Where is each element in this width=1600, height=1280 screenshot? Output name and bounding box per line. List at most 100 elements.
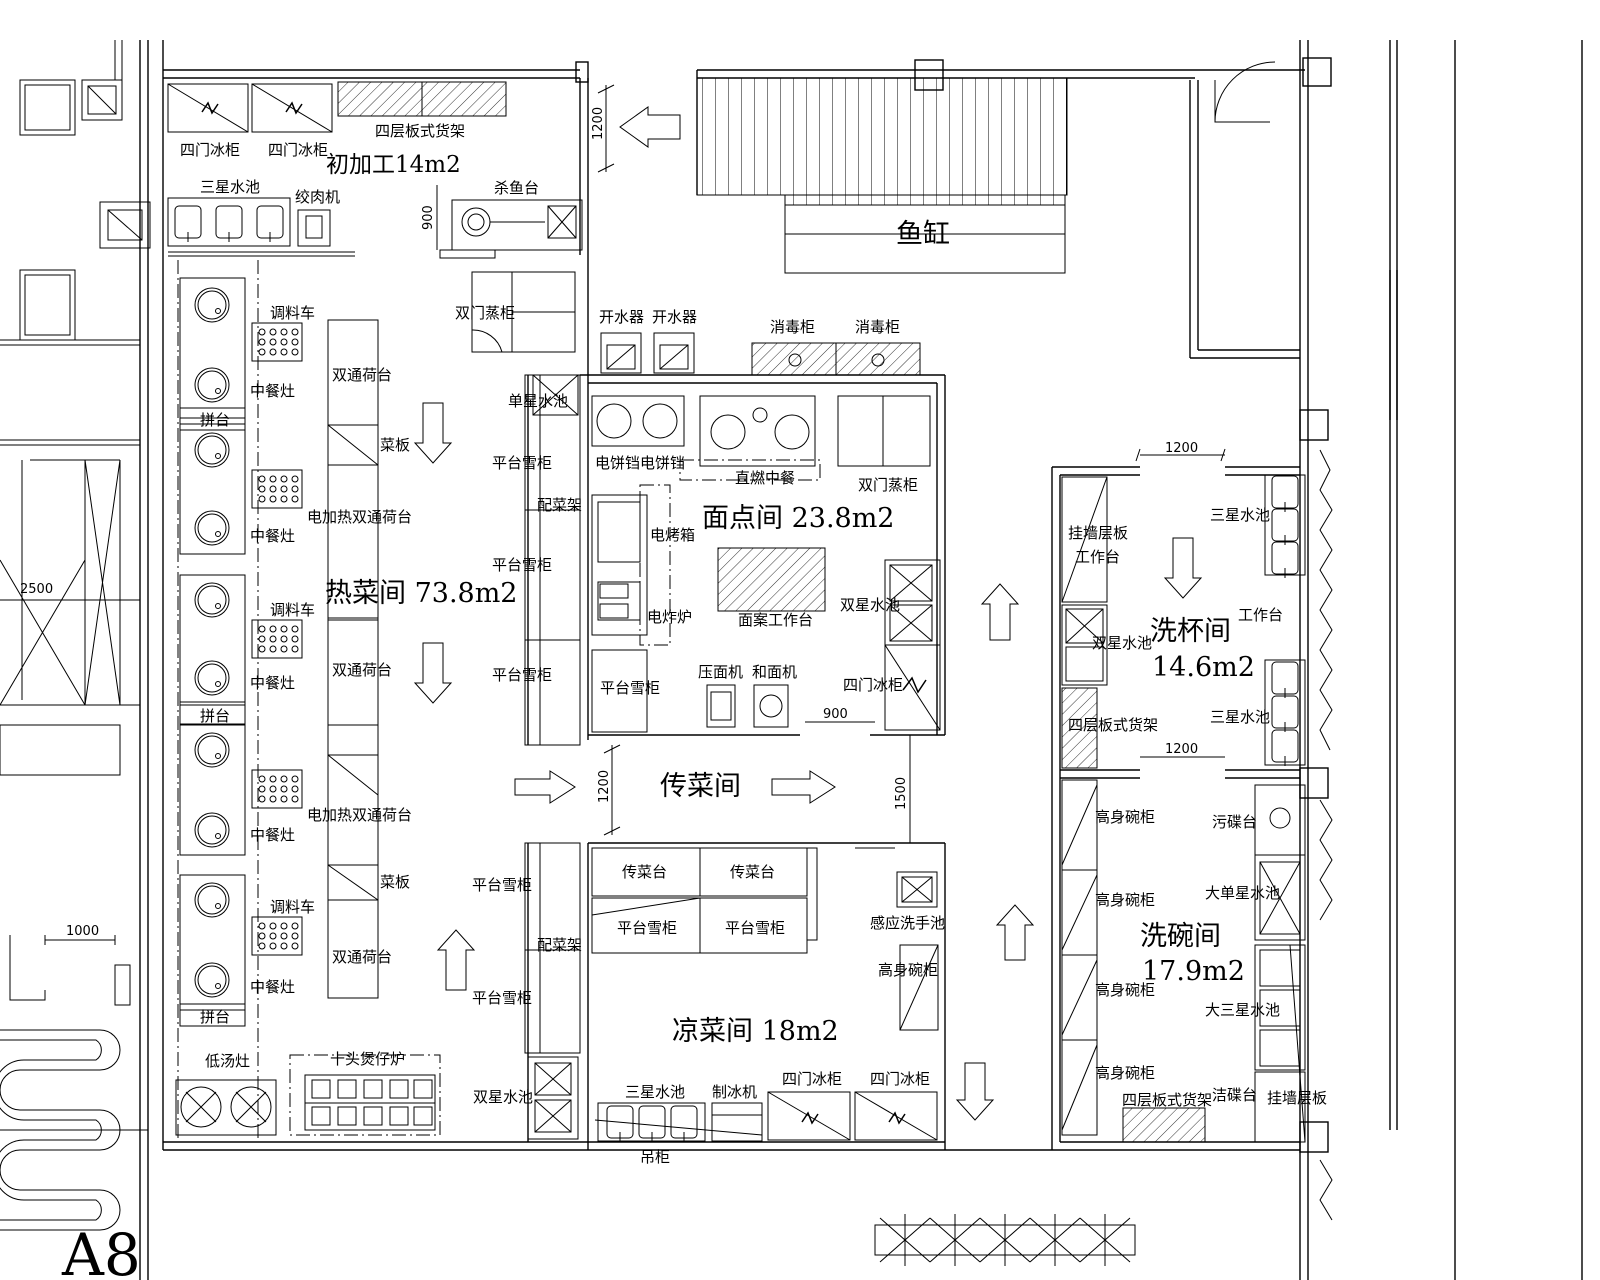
room-prep-title: 初加工14m2 bbox=[326, 152, 461, 178]
dim-1000: 1000 bbox=[66, 924, 99, 939]
freezer-1-label: 平台雪柜 bbox=[492, 454, 552, 472]
serving-table-1-label: 传菜台 bbox=[622, 863, 667, 881]
plating-1-label: 拼台 bbox=[200, 411, 230, 429]
planter bbox=[874, 1214, 1136, 1266]
pancake-2-label: 电饼铛 bbox=[640, 454, 685, 472]
oven-label: 电烤箱 bbox=[650, 526, 695, 544]
cup-shelf-label: 四层板式货架 bbox=[1068, 716, 1158, 734]
cold-dish-room: 传菜台 传菜台 平台雪柜 平台雪柜 凉菜间 18m2 感应洗手池 高身碗柜 三星… bbox=[591, 847, 1035, 1166]
dim-serving-1200: 1200 bbox=[597, 770, 612, 803]
ice-machine-label: 制冰机 bbox=[712, 1083, 757, 1101]
prep-shelf-label: 四层板式货架 bbox=[375, 122, 465, 140]
stove-2-label: 中餐灶 bbox=[250, 527, 295, 545]
heated-pass-2-label: 电加热双通荷台 bbox=[307, 806, 412, 824]
sterilizer-2-label: 消毒柜 bbox=[855, 318, 900, 336]
dim-cup-1200-bottom: 1200 bbox=[1165, 742, 1198, 757]
dish-shelf-label: 四层板式货架 bbox=[1122, 1091, 1212, 1109]
sterilizer-1-label: 消毒柜 bbox=[770, 318, 815, 336]
cold-freezer-1-label: 平台雪柜 bbox=[617, 919, 677, 937]
dirty-dish-label: 污碟台 bbox=[1212, 813, 1257, 831]
steamer-1-label: 双门蒸柜 bbox=[455, 304, 515, 322]
pastry-freezer-label: 平台雪柜 bbox=[600, 679, 660, 697]
cold-freezer-2-label: 平台雪柜 bbox=[725, 919, 785, 937]
board-1-label: 菜板 bbox=[380, 436, 410, 454]
dim-1500: 1500 bbox=[894, 777, 909, 810]
cart-3-label: 调料车 bbox=[270, 898, 315, 916]
cup-sink-1-label: 三星水池 bbox=[1210, 506, 1270, 524]
cold-fridge-1-label: 四门冰柜 bbox=[782, 1070, 842, 1088]
tall-cabinet-3-label: 高身碗柜 bbox=[1095, 981, 1155, 999]
freezer-5-label: 平台雪柜 bbox=[472, 989, 532, 1007]
hot-kitchen: 拼台 拼台 拼台 中餐灶 中餐灶 中餐灶 中餐灶 中餐灶 调料车 调料车 调料车… bbox=[175, 260, 582, 1140]
room-dish-title: 洗碗间 bbox=[1140, 921, 1221, 952]
clean-dish-label: 洁碟台 bbox=[1212, 1086, 1257, 1104]
stove-1-label: 中餐灶 bbox=[250, 382, 295, 400]
stove-4-label: 中餐灶 bbox=[250, 826, 295, 844]
plating-3-label: 拼台 bbox=[200, 1008, 230, 1026]
pastry-sink-label: 双星水池 bbox=[840, 596, 900, 614]
large-single-sink-label: 大单星水池 bbox=[1205, 884, 1280, 902]
dough-table-label: 面案工作台 bbox=[738, 611, 813, 629]
room-hot-title: 热菜间 73.8m2 bbox=[325, 578, 517, 609]
pastry-room: 开水器 开水器 消毒柜 消毒柜 电饼铛 电饼铛 直燃中餐 双门蒸柜 电烤箱 bbox=[591, 308, 1020, 733]
room-cold-title: 凉菜间 18m2 bbox=[672, 1016, 839, 1047]
cart-2-label: 调料车 bbox=[270, 601, 315, 619]
direct-fire-label: 直燃中餐 bbox=[735, 469, 795, 487]
room-cup-area: 14.6m2 bbox=[1152, 652, 1255, 683]
window-curtain bbox=[1319, 449, 1333, 1221]
room-cup-title: 洗杯间 bbox=[1150, 616, 1231, 647]
steamer-2-label: 双门蒸柜 bbox=[858, 476, 918, 494]
prep-rack-2-label: 配菜架 bbox=[537, 936, 582, 954]
dish-wash-room: 高身碗柜 高身碗柜 高身碗柜 高身碗柜 洗碗间 17.9m2 四层板式货架 污碟… bbox=[1061, 779, 1327, 1143]
cold-sink-label: 三星水池 bbox=[625, 1083, 685, 1101]
dim-2500: 2500 bbox=[20, 582, 53, 597]
cold-tall-cabinet-label: 高身碗柜 bbox=[878, 961, 938, 979]
freezer-2-label: 平台雪柜 bbox=[492, 556, 552, 574]
room-pastry-title: 面点间 23.8m2 bbox=[702, 503, 894, 534]
room-dish-area: 17.9m2 bbox=[1142, 956, 1245, 987]
tall-cabinet-4-label: 高身碗柜 bbox=[1095, 1064, 1155, 1082]
stair-and-fish-tank: 鱼缸 bbox=[696, 77, 1068, 274]
prep-room: 四门冰柜 四门冰柜 四层板式货架 初加工14m2 三星水池 绞肉机 杀鱼台 双门… bbox=[167, 81, 681, 353]
cup-double-sink-label: 双星水池 bbox=[1092, 634, 1152, 652]
pastry-fridge-label: 四门冰柜 bbox=[843, 676, 903, 694]
tall-cabinet-2-label: 高身碗柜 bbox=[1095, 891, 1155, 909]
prep-fridge-1-label: 四门冰柜 bbox=[180, 141, 240, 159]
stove-5-label: 中餐灶 bbox=[250, 978, 295, 996]
prep-sink-label: 三星水池 bbox=[200, 178, 260, 196]
meat-grinder-label: 绞肉机 bbox=[295, 188, 340, 206]
pancake-1-label: 电饼铛 bbox=[595, 454, 640, 472]
pass-table-2-label: 双通荷台 bbox=[332, 661, 392, 679]
single-sink-label: 单星水池 bbox=[508, 392, 568, 410]
serving-corridor: 传菜间 1200 1500 bbox=[514, 735, 911, 843]
hanging-cabinet-label: 吊柜 bbox=[640, 1148, 670, 1166]
prep-rack-1-label: 配菜架 bbox=[537, 496, 582, 514]
pass-table-3-label: 双通荷台 bbox=[332, 948, 392, 966]
sheet-label: A8 bbox=[61, 1221, 141, 1280]
room-serving-title: 传菜间 bbox=[660, 771, 741, 802]
serving-table-2-label: 传菜台 bbox=[730, 863, 775, 881]
boiler-1-label: 开水器 bbox=[599, 308, 644, 326]
cup-wash-room: 1200 1200 挂墙层板 工作台 双星水池 四层板式货架 洗杯间 14.6m… bbox=[1061, 441, 1306, 769]
adjacent-area: 2500 1000 A8 bbox=[0, 40, 151, 1280]
cup-work-table-label: 工作台 bbox=[1238, 606, 1283, 624]
freezer-3-label: 平台雪柜 bbox=[492, 666, 552, 684]
boiler-2-label: 开水器 bbox=[652, 308, 697, 326]
ten-burner-label: 十头煲仔炉 bbox=[330, 1050, 405, 1068]
dough-press-label: 压面机 bbox=[698, 663, 743, 681]
fish-station-label: 杀鱼台 bbox=[494, 179, 539, 197]
dim-door-top: 1200 bbox=[591, 107, 606, 140]
cup-sink-2-label: 三星水池 bbox=[1210, 708, 1270, 726]
stove-3-label: 中餐灶 bbox=[250, 674, 295, 692]
cold-fridge-2-label: 四门冰柜 bbox=[870, 1070, 930, 1088]
dough-mixer-label: 和面机 bbox=[752, 663, 797, 681]
wall-shelf-label: 挂墙层板 bbox=[1267, 1089, 1327, 1107]
pass-table-1-label: 双通荷台 bbox=[332, 366, 392, 384]
tall-cabinet-1-label: 高身碗柜 bbox=[1095, 808, 1155, 826]
large-triple-sink-label: 大三星水池 bbox=[1205, 1001, 1280, 1019]
cold-double-sink-label: 双星水池 bbox=[473, 1088, 533, 1106]
board-2-label: 菜板 bbox=[380, 873, 410, 891]
dim-900-pastry: 900 bbox=[823, 707, 848, 722]
heated-pass-1-label: 电加热双通荷台 bbox=[307, 508, 412, 526]
